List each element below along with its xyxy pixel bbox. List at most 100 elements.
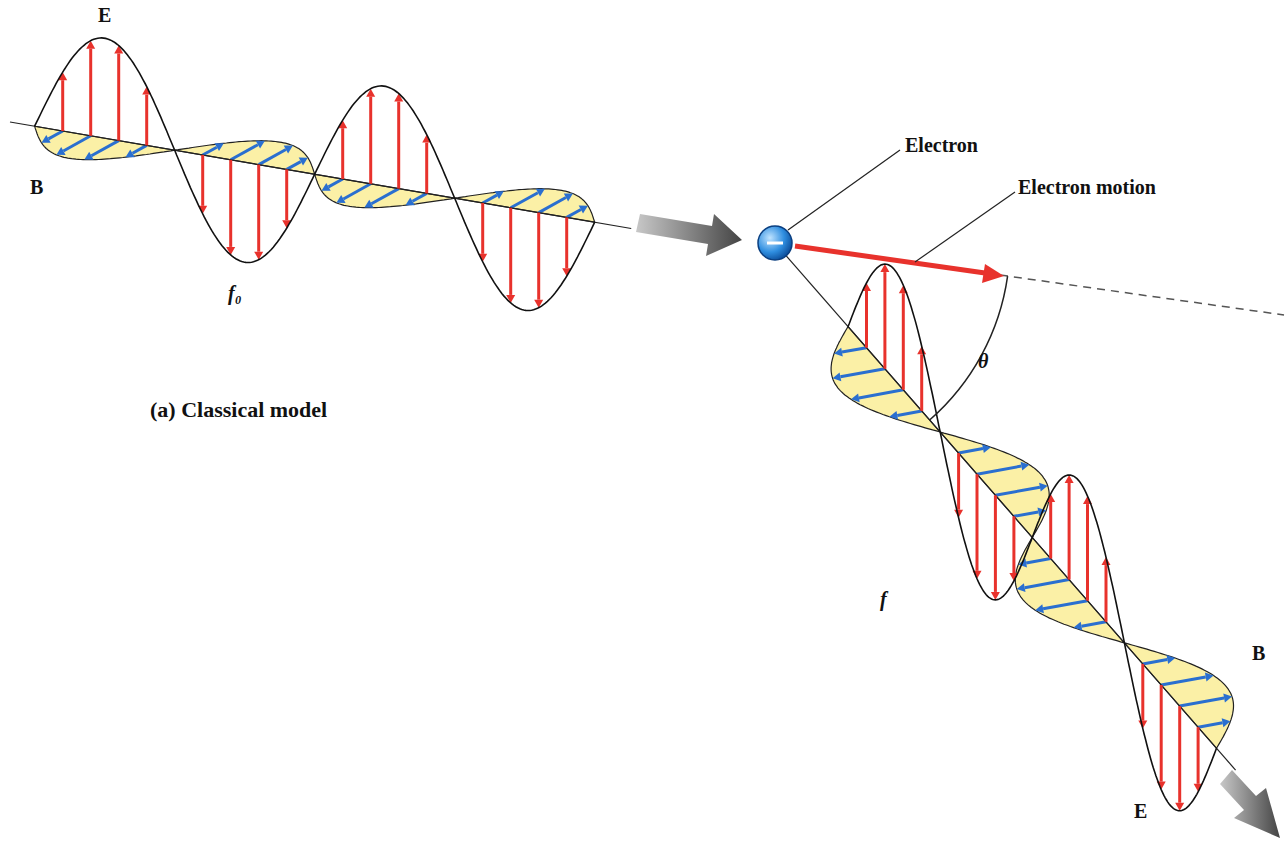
magnetic-field-arrow-head (284, 146, 293, 154)
electron-motion-arrow (795, 246, 985, 273)
electric-field-arrow (957, 453, 960, 510)
electric-field-arrow (565, 217, 568, 268)
magnetic-field-arrow-head (299, 158, 308, 166)
magnetic-field-arrow-head (1223, 694, 1232, 703)
field-label: E (98, 4, 111, 26)
electric-field-arrow (537, 213, 540, 300)
magnetic-field-arrow-head (1222, 718, 1231, 727)
wave-axis (10, 122, 631, 229)
magnetic-field-arrow (1198, 723, 1223, 728)
magnetic-field-arrow-head (889, 411, 898, 420)
magnetic-field-arrow (413, 193, 427, 201)
electric-field-curve (35, 38, 595, 311)
magnetic-field-arrow (483, 195, 497, 203)
magnetic-field-arrow (567, 210, 581, 218)
electric-field-arrow (117, 54, 120, 141)
electric-field-arrow (341, 128, 344, 179)
magnetic-field-arrow (1180, 698, 1224, 706)
magnetic-field-arrow-head (1017, 583, 1026, 592)
magnetic-field-arrow (897, 411, 921, 416)
magnetic-field-arrow-head (126, 149, 135, 157)
electric-field-arrow (509, 208, 512, 295)
wave-group (10, 38, 1236, 811)
magnetic-field-arrow (287, 162, 301, 170)
magnetic-field-arrow (133, 145, 147, 153)
minus-sign (767, 242, 783, 245)
magnetic-field-arrow-head (536, 189, 545, 197)
magnetic-field-arrow-head (579, 206, 588, 214)
dashed-line (1000, 275, 1284, 315)
electric-field-arrow (369, 97, 372, 184)
magnetic-field-arrow (959, 449, 983, 454)
electric-field-arrow (902, 293, 905, 390)
magnetic-field-arrow (1082, 622, 1107, 626)
arrow-head (982, 264, 1004, 283)
electric-field-arrow (481, 203, 484, 254)
electric-field-arrow (976, 474, 979, 571)
magnetic-field-arrow (859, 390, 903, 398)
electric-field-arrow (1197, 727, 1200, 784)
magnetic-field-arrow (977, 466, 1021, 474)
magnetic-field-arrow-head (495, 191, 504, 199)
magnetic-field-arrow-head (406, 197, 415, 205)
magnetic-field-arrow-head (364, 200, 373, 208)
incident-arrow (636, 214, 742, 256)
magnetic-field-arrow (63, 136, 90, 151)
electric-field-arrow (61, 80, 64, 131)
magnetic-field-arrow (91, 141, 118, 156)
electric-field-arrow (425, 143, 428, 194)
magnetic-field-arrow (203, 147, 217, 155)
callout-label: Electron (905, 134, 978, 156)
electric-field-arrow (89, 49, 92, 136)
magnetic-field-arrow (1043, 601, 1087, 609)
magnetic-field-arrow-head (256, 141, 265, 149)
magnetic-field-arrow-head (42, 135, 51, 143)
magnetic-field-arrow-head (1074, 622, 1083, 631)
caption-label: (a) Classical model (150, 398, 327, 422)
magnetic-field-arrow-head (564, 194, 573, 202)
field-label: B (1252, 642, 1265, 664)
electric-field-arrow (1160, 685, 1163, 782)
electric-field-arrow (1068, 483, 1071, 580)
electric-field-arrow (1049, 502, 1052, 559)
electric-field-arrow (257, 165, 260, 252)
magnetic-field-arrow-head (1021, 462, 1030, 471)
electric-field-arrow (994, 495, 997, 592)
magnetic-field-arrow (1161, 677, 1206, 685)
electron-symbol (758, 226, 792, 260)
angle-arc (930, 276, 1008, 420)
electric-field-arrow (397, 102, 400, 189)
magnetic-field-arrow-head (84, 152, 93, 160)
electric-field-arrow (229, 160, 232, 247)
magnetic-field-arrow (49, 131, 63, 139)
magnetic-field-arrow-head (833, 372, 842, 381)
angle-label: θ (978, 350, 988, 372)
magnetic-field-arrow-head (1039, 483, 1048, 492)
magnetic-field-arrow-head (834, 348, 843, 357)
magnetic-field-arrow (1014, 512, 1038, 516)
wave-axis (775, 243, 1236, 770)
electric-field-arrow (883, 272, 886, 369)
field-label: E (1134, 800, 1147, 822)
leader-line (788, 150, 900, 230)
magnetic-field-arrow-head (1167, 655, 1176, 664)
magnetic-field-arrow (231, 145, 258, 160)
magnetic-field-arrow-head (1205, 673, 1214, 682)
electric-field-arrow (865, 291, 868, 348)
field-label: B (30, 176, 43, 198)
electric-field-arrow (1012, 516, 1015, 573)
scattered-arrow (1220, 770, 1280, 838)
magnetic-field-arrow-head (56, 147, 65, 155)
magnetic-field-arrow (1026, 559, 1051, 564)
electric-field-arrow (285, 169, 288, 220)
electric-field-arrow (1086, 504, 1089, 601)
magnetic-field-arrow (539, 198, 566, 213)
magnetic-field-arrow-head (215, 143, 224, 151)
callout-label: Electron motion (1018, 176, 1156, 198)
magnetic-field-arrow (842, 348, 867, 352)
magnetic-field-arrow-head (1035, 604, 1044, 613)
magnetic-field-arrow (840, 369, 885, 377)
leader-line (915, 192, 1015, 262)
